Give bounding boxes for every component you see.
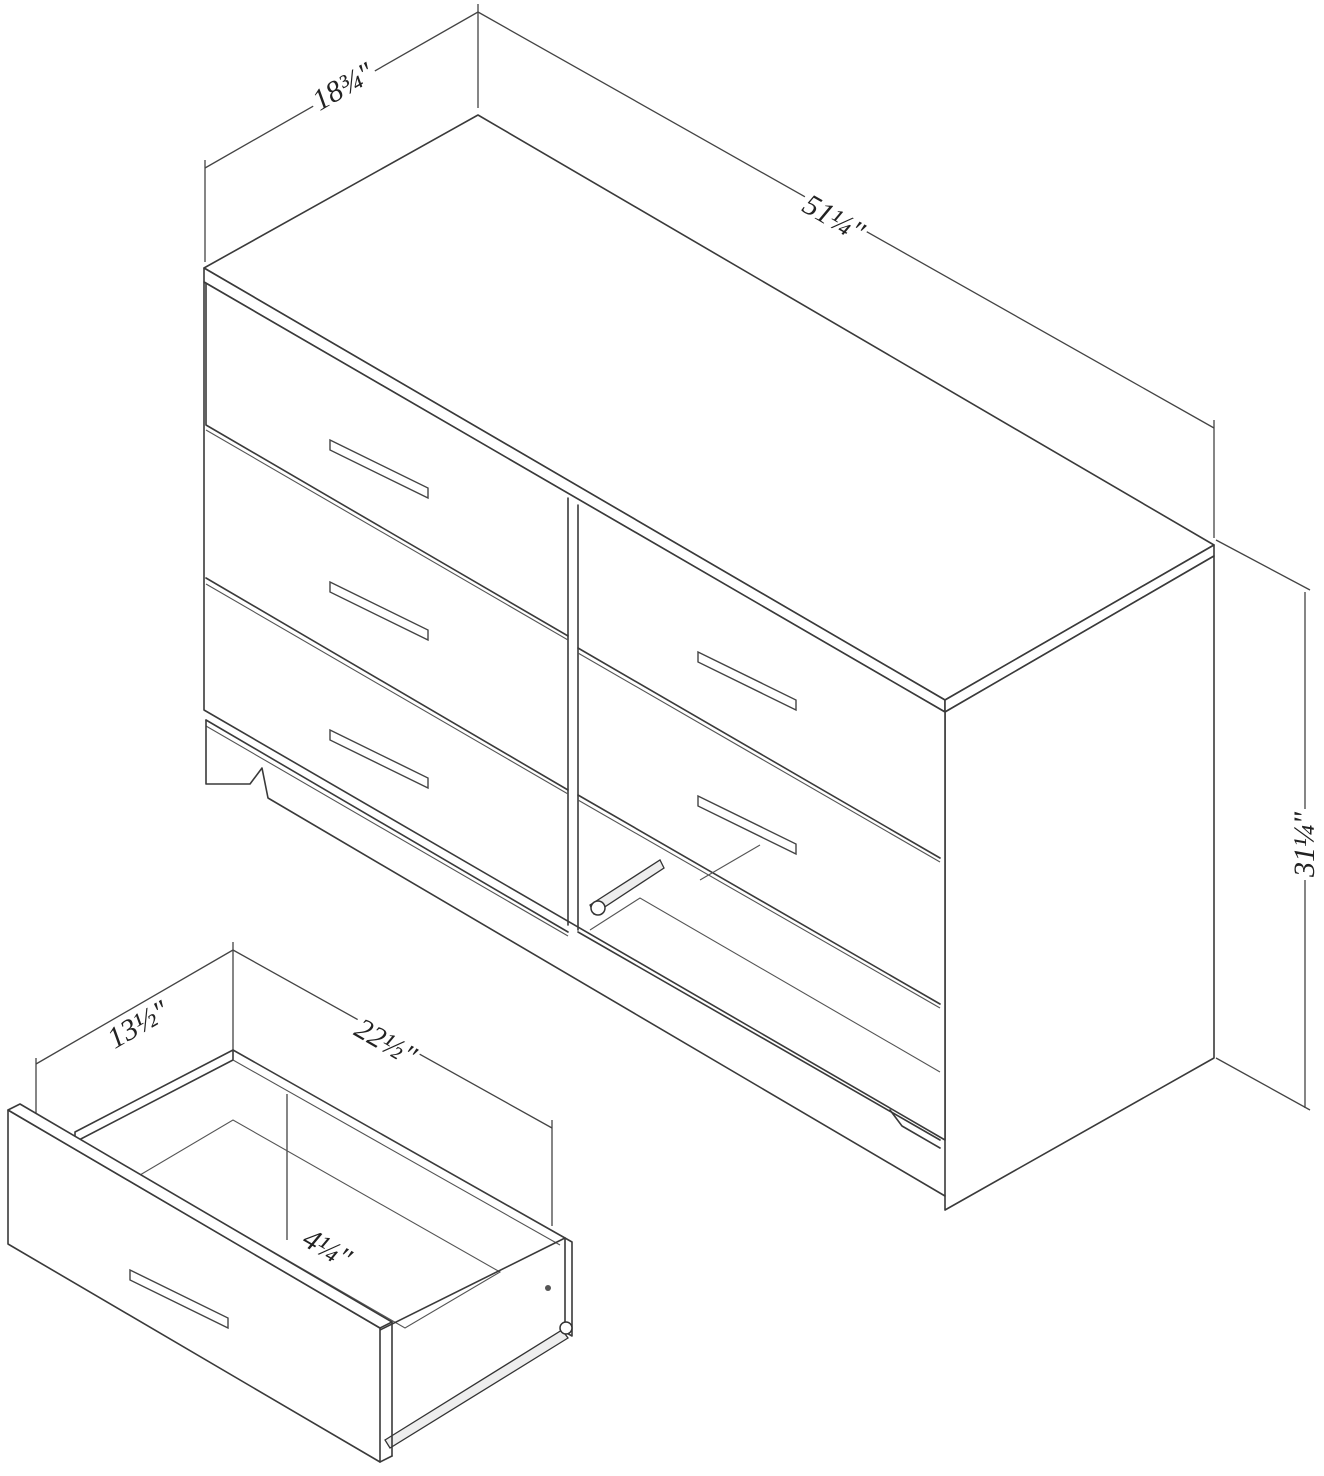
drawer-detail — [7, 1049, 573, 1463]
handle-left-2 — [329, 580, 429, 642]
handle-left-1 — [329, 438, 429, 500]
handle-left-3 — [329, 728, 429, 790]
handle-right-2 — [697, 794, 797, 856]
dresser — [203, 114, 1215, 1211]
dimension-lines — [35, 4, 1311, 1240]
dimension-height-label: 31¼" — [1288, 808, 1321, 880]
handle-right-1 — [697, 650, 797, 712]
